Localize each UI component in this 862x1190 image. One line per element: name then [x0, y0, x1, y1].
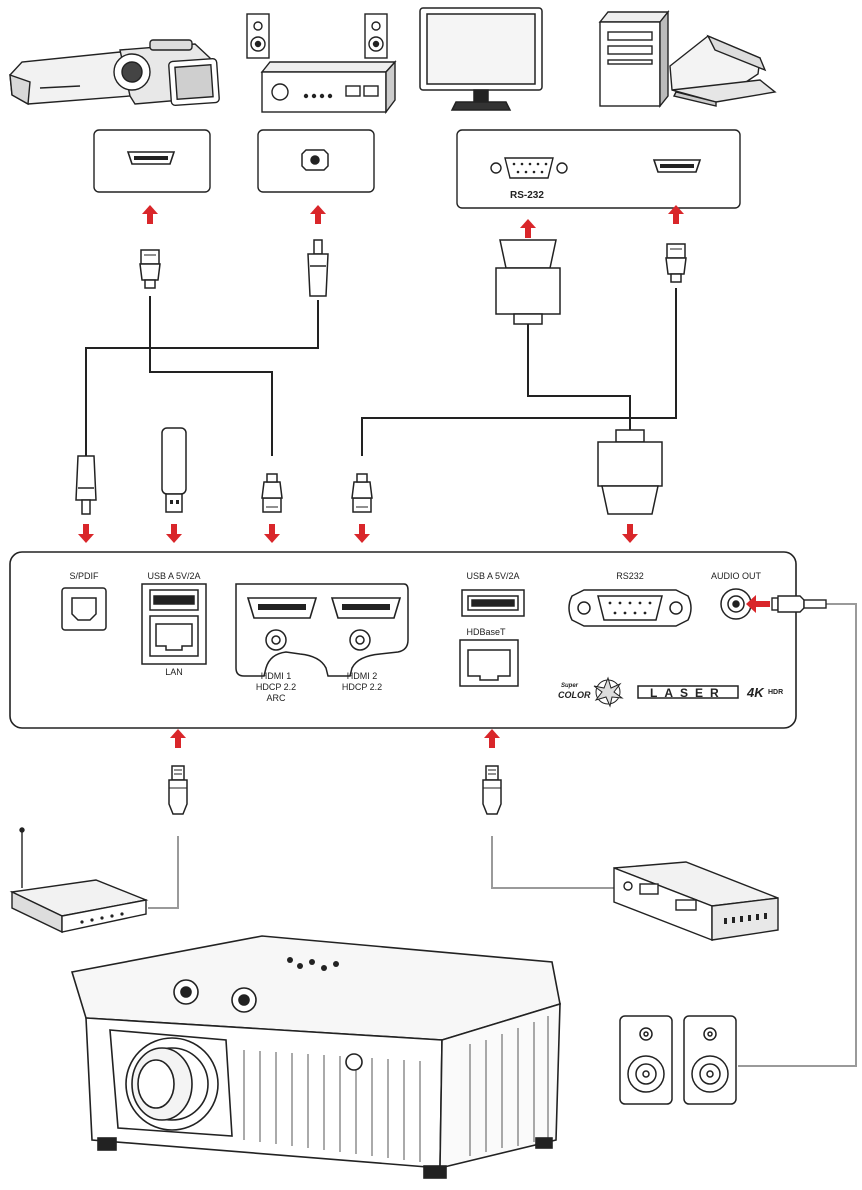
arrow-down-icon — [354, 524, 370, 543]
usb-lan-port-icon — [141, 583, 207, 665]
speakers-icon — [619, 1015, 737, 1105]
4k-logo-text: 4K — [747, 685, 764, 700]
camcorder-icon — [9, 39, 220, 107]
rj45-plug-icon — [482, 765, 502, 815]
hdmi-port-icon — [652, 159, 702, 173]
hdmi2-port-icon — [330, 597, 402, 651]
projector-icon — [70, 935, 561, 1179]
laser-logo-icon — [637, 685, 739, 699]
audio-out-port-icon — [720, 588, 752, 620]
audio-amplifier-icon — [246, 13, 397, 115]
hdbaset-port-icon — [459, 639, 519, 687]
arrow-up-icon — [310, 205, 326, 224]
hdmi-port-icon — [126, 151, 176, 165]
rs232-port-icon — [568, 589, 692, 627]
arrow-up-icon — [142, 205, 158, 224]
hdbaset-receiver-icon — [613, 861, 779, 942]
hdmi-plug-icon — [139, 249, 161, 289]
rs232-port-icon — [490, 157, 568, 179]
usb-a-port-icon — [461, 589, 525, 617]
arrow-down-icon — [166, 524, 182, 543]
hdbaset-label: HDBaseT — [466, 627, 506, 637]
hdmi1-hdcp-label: HDCP 2.2 — [255, 682, 297, 692]
hdmi-plug-icon — [351, 473, 373, 513]
hdmi2-hdcp-label: HDCP 2.2 — [341, 682, 383, 692]
desktop-pc-icon — [598, 10, 670, 108]
arrow-down-icon — [622, 524, 638, 543]
hdmi1-arc-label: ARC — [266, 693, 286, 703]
hdmi-plug-icon — [665, 243, 687, 283]
rj45-plug-icon — [168, 765, 188, 815]
rs232-source-label: RS-232 — [510, 190, 544, 201]
db9-plug-icon — [495, 239, 561, 325]
arrow-up-icon — [170, 729, 186, 748]
gray-cables — [148, 603, 857, 1067]
optical-plug-icon — [75, 455, 97, 515]
laptop-icon — [669, 34, 777, 107]
optical-port-icon — [301, 149, 329, 171]
super-color-flower-icon — [593, 676, 624, 708]
super-logo-text: Super — [561, 683, 579, 689]
arrow-down-icon — [264, 524, 280, 543]
arrow-up-icon — [484, 729, 500, 748]
db9-plug-icon — [597, 429, 663, 515]
lan-label: LAN — [165, 667, 183, 677]
audio-out-label: AUDIO OUT — [710, 571, 762, 581]
spdif-port-icon — [61, 587, 107, 631]
router-icon — [9, 827, 149, 934]
pc-port-box — [456, 129, 741, 209]
usb-a-2-label: USB A 5V/2A — [466, 571, 520, 581]
arrow-up-icon — [520, 219, 536, 238]
audio-plug-icon — [771, 595, 827, 613]
hdmi-plug-icon — [261, 473, 283, 513]
hdmi2-label: HDMI 2 — [346, 671, 378, 681]
usb-drive-icon — [161, 427, 187, 513]
monitor-icon — [419, 7, 543, 111]
hdmi1-port-icon — [246, 597, 318, 651]
hdmi1-label: HDMI 1 — [260, 671, 292, 681]
usb-a-label: USB A 5V/2A — [147, 571, 201, 581]
spdif-label: S/PDIF — [69, 571, 99, 581]
arrow-down-icon — [78, 524, 94, 543]
cables — [85, 288, 677, 456]
color-logo-text: COLOR — [558, 690, 591, 700]
hdr-logo-text: HDR — [768, 689, 784, 696]
laser-logo-text: LASER — [650, 686, 726, 700]
optical-plug-icon — [307, 239, 329, 297]
rs232-label: RS232 — [616, 571, 644, 581]
arrow-left-icon — [746, 595, 770, 613]
